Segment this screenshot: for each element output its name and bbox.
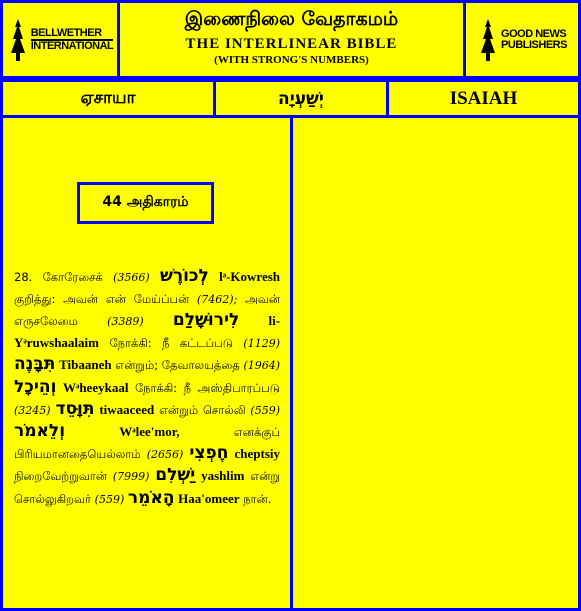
book-name-tamil: ஏசாயா (0, 79, 216, 118)
hebrew-word: וְהֵיכָל (14, 376, 57, 397)
title-tamil: இணைநிலை வேதாகமம் (184, 8, 399, 30)
transliteration: Wᵊheeykaal (62, 379, 129, 395)
strongs-number: (3389) (107, 315, 144, 329)
transliteration: cheptsiy (234, 445, 281, 461)
transliteration: li-Yᵊruwshaalaim (14, 313, 281, 350)
transliteration: tiwaaceed (99, 401, 155, 417)
bellwether-logo-text: BELLWETHER INTERNATIONAL (30, 26, 114, 52)
book-name-english: ISAIAH (386, 79, 581, 118)
hebrew-word: וְלֵאמֹר (14, 421, 66, 442)
good-news-logo-icon (481, 18, 496, 61)
tamil-word: நிறைவேற்றுவான் (14, 469, 108, 484)
transliteration: Haa'omeer (178, 490, 240, 506)
right-column (290, 115, 581, 611)
strongs-number: (7999) (112, 470, 150, 484)
hebrew-word: הָאֹמֵר (127, 487, 175, 508)
strongs-number: (559) (94, 492, 125, 506)
good-news-logo-text: GOOD NEWS PUBLISHERS (501, 27, 567, 51)
strongs-number: (7462); (197, 292, 238, 306)
hebrew-word: יַשְׁלִם (155, 465, 196, 486)
strongs-number: (1129) (243, 336, 280, 350)
subtitle: (WITH STRONG'S NUMBERS) (214, 54, 369, 66)
verse-number: 28. (14, 270, 33, 284)
title-box: இணைநிலை வேதாகமம் THE INTERLINEAR BIBLE (… (117, 0, 466, 79)
strongs-number: (559) (250, 403, 280, 417)
transliteration: Wᵊlee'mor, (119, 424, 180, 440)
title-english: THE INTERLINEAR BIBLE (185, 36, 398, 52)
tamil-word: குறித்து: அவன் என் மேய்ப்பன் (14, 291, 190, 306)
transliteration: yashlim (201, 468, 245, 484)
tamil-word: கோரேசைக் (42, 270, 103, 284)
tamil-word: என்றும்; தேவாலயத்தை (115, 358, 240, 373)
bellwether-logo-box: BELLWETHER INTERNATIONAL (0, 0, 120, 79)
book-name-hebrew: יְשַׁעְיָה (213, 79, 389, 118)
strongs-number: (1964) (243, 359, 281, 373)
hebrew-word: לְכוֹרֶשׁ (159, 266, 209, 286)
tamil-word: அவன் எருசலேமை (14, 291, 280, 329)
bellwether-logo-icon (10, 18, 25, 61)
good-news-logo-box: GOOD NEWS PUBLISHERS (463, 0, 581, 79)
tamil-word: நான். (243, 491, 272, 506)
strongs-number: (3245) (14, 403, 51, 417)
hebrew-word: לִירוּשָׁלִַם (172, 310, 240, 331)
verse-text: 28. கோரேசைக் (3566) לְכוֹרֶשׁ lᵊ-Kowresh… (14, 266, 280, 511)
tamil-word: நோக்கி: நீ கட்டப்படு (109, 335, 233, 350)
tamil-word: என்றும் சொல்லி (159, 402, 246, 417)
hebrew-word: תִּבָּנֶה (14, 354, 56, 375)
transliteration: lᵊ-Kowresh (219, 269, 281, 284)
hebrew-word: חֶפְצִי (189, 442, 229, 463)
strongs-number: (3566) (113, 271, 150, 284)
tamil-word: நோக்கி: நீ அஸ்திபாரப்படு (134, 380, 280, 395)
strongs-number: (2656) (146, 447, 184, 461)
chapter-heading: 44 அதிகாரம் (77, 182, 214, 224)
tamil-word: என்று சொல்லுகிறவர் (14, 469, 281, 506)
hebrew-word: תִּוָּסֵד (55, 398, 95, 419)
tamil-word: எனக்குப் பிரியமானதையெல்லாம் (14, 425, 281, 461)
transliteration: Tibaaneh (59, 357, 112, 373)
